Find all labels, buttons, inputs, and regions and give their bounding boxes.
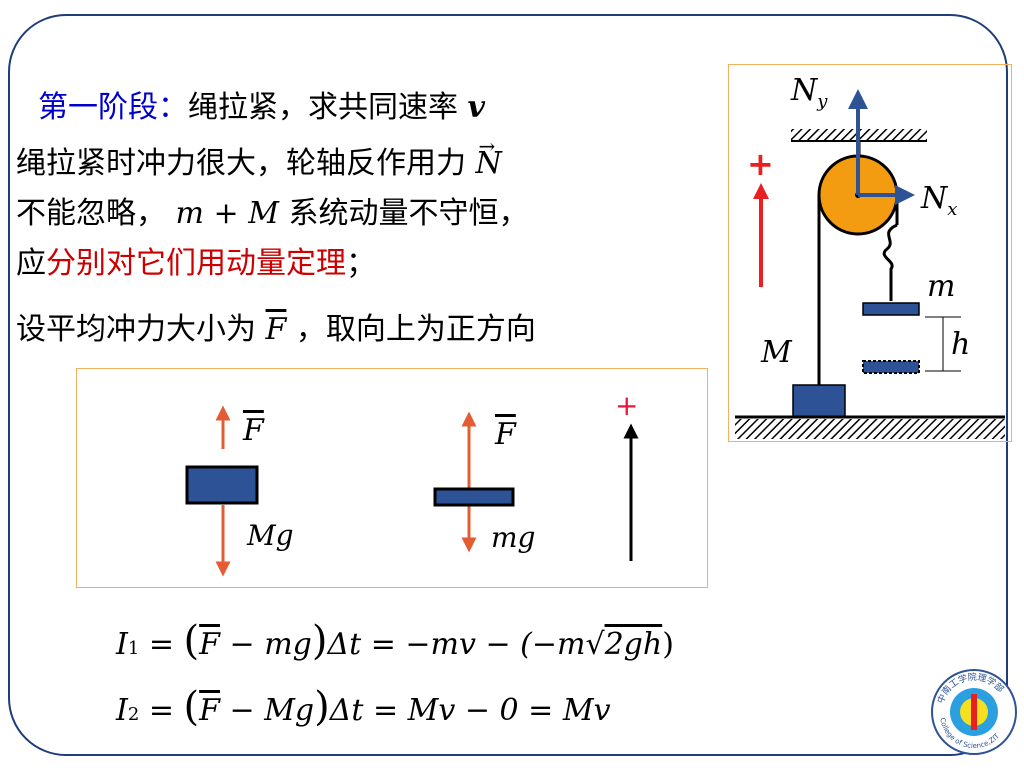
formula-I2: I2 = (F − Mg)Δt = Mv − 0 = Mv [116,684,611,730]
label-F-left: F [243,413,264,448]
rope-slack [882,223,898,301]
plus-sign-fbd: + [615,389,639,422]
semicolon: ； [346,246,376,281]
block-M-pulley [792,384,846,418]
label-M: M [761,335,792,370]
plate-m [433,487,515,507]
free-body-diagram: F Mg F mg + [76,368,708,588]
label-F-right: F [495,417,516,452]
line-impulse: 绳拉紧时冲力很大，轮轴反作用力 →N [16,134,502,184]
plate-m-top [862,302,920,316]
line-assumption: 设平均冲力大小为 F ，取向上为正方向 [16,310,536,350]
ground [735,419,1005,439]
momentum-not-conserved-text: 系统动量不守恒， [288,196,529,231]
should-text: 应 [16,246,46,281]
cannot-ignore-text: 不能忽略， [16,196,166,231]
system-mass: m + M [175,196,279,231]
plate-m-dashed [862,360,920,374]
theorem-highlight: 分别对它们用动量定理 [46,246,346,281]
label-m: m [927,269,956,304]
slide-frame [8,14,1008,756]
pulley-diagram: Ny Nx + m h M [728,64,1012,442]
normal-force-vector: →N [475,134,502,181]
label-Mg: Mg [247,519,294,552]
direction-text: ，取向上为正方向 [295,312,536,347]
label-h: h [951,327,971,362]
impulse-text: 绳拉紧时冲力很大，轮轴反作用力 [16,146,466,181]
assumption-text: 设平均冲力大小为 [16,312,256,347]
stage-goal: 绳拉紧，求共同速率 [188,90,458,125]
line-stage-one: 第一阶段：绳拉紧，求共同速率 v [38,88,485,128]
stage-label: 第一阶段： [38,90,188,125]
formula-I1: I1 = (F − mg)Δt = −mv − (−m√2gh) [116,618,674,664]
label-mg: mg [491,521,536,554]
college-logo: 中南工学院理学部 College of Science,ZIT [930,668,1018,756]
speed-variable: v [467,90,485,125]
line-theorem: 应分别对它们用动量定理； [16,244,376,284]
line-momentum: 不能忽略， m + M 系统动量不守恒， [16,194,528,234]
plus-sign-pulley: + [747,145,774,183]
block-M [185,465,259,505]
average-force: F [265,312,287,347]
label-Ny: Ny [791,73,828,112]
label-Nx: Nx [921,181,958,220]
